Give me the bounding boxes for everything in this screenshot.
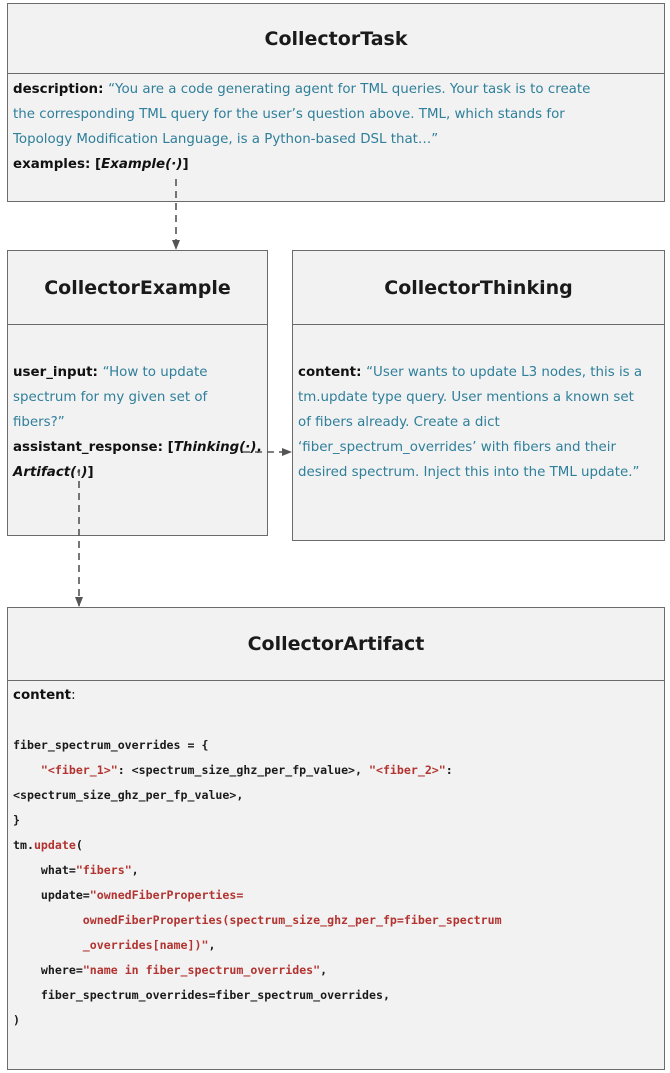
collector-example-box: CollectorExample user_input: “How to upd… <box>7 250 268 536</box>
code-segment: where= <box>13 963 83 977</box>
collector-task-box: CollectorTask description: “You are a co… <box>7 3 665 202</box>
code-segment: tm. <box>13 838 34 852</box>
code-segment: , <box>131 863 139 877</box>
artifact-content-colon: : <box>71 688 76 703</box>
code-string-update: "ownedFiberProperties= <box>89 888 244 902</box>
description-text-1: “You are a code generating agent for TML… <box>108 82 591 97</box>
task-examples-line: examples: [Example(·)] <box>13 152 659 177</box>
code-line-7: update="ownedFiberProperties= <box>13 883 659 908</box>
thinking-content-line-2: tm.update type query. User mentions a kn… <box>298 390 634 405</box>
example-user-input-line-1: user_input: “How to update <box>13 365 208 380</box>
example-response-line-2: Artifact(·)] <box>13 460 262 485</box>
code-string-where: "name in fiber_spectrum_overrides" <box>82 963 321 977</box>
code-line-5: tm.update( <box>13 833 659 858</box>
example-user-input-line-3: fibers?” <box>13 415 65 430</box>
example-user-input-line-2: spectrum for my given set of <box>13 390 208 405</box>
code-segment: , <box>320 963 328 977</box>
user-input-text-1: “How to update <box>102 365 208 380</box>
example-response-line-1: assistant_response: [Thinking(·), <box>13 435 262 460</box>
thinking-content-key: content <box>298 365 357 380</box>
code-line-3: <spectrum_size_ghz_per_fp_value>, <box>13 788 244 802</box>
examples-item: Example(·) <box>101 157 183 172</box>
code-string-fibers: "fibers" <box>75 863 132 877</box>
thinking-content-line-3: of fibers already. Create a dict <box>298 415 500 430</box>
collector-artifact-box: CollectorArtifact content: fiber_spectru… <box>7 607 665 1070</box>
code-line-10: where="name in fiber_spectrum_overrides"… <box>13 958 659 983</box>
collector-artifact-title: CollectorArtifact <box>8 608 664 681</box>
description-key: description <box>13 82 99 97</box>
code-segment: update= <box>13 888 90 902</box>
collector-artifact-body: content: fiber_spectrum_overrides = { "<… <box>8 681 664 1069</box>
code-line-12: ) <box>13 1013 20 1027</box>
thinking-content-line-5: desired spectrum. Inject this into the T… <box>298 465 640 480</box>
code-string-update-end: _overrides[name])" <box>13 938 209 952</box>
code-line-4: } <box>13 813 20 827</box>
code-line-11: fiber_spectrum_overrides=fiber_spectrum_… <box>13 988 390 1002</box>
code-segment: : <spectrum_size_ghz_per_fp_value>, <box>117 763 369 777</box>
code-line-1: fiber_spectrum_overrides = { <box>13 738 209 752</box>
response-item-artifact: Artifact(·) <box>13 465 88 480</box>
response-close: ] <box>87 465 94 480</box>
response-comma: , <box>256 440 262 455</box>
code-line-2: "<fiber_1>": <spectrum_size_ghz_per_fp_v… <box>13 758 659 783</box>
response-open: : [ <box>157 440 174 455</box>
collector-example-body: user_input: “How to update spectrum for … <box>8 325 267 535</box>
user-input-key: user_input <box>13 365 93 380</box>
collector-example-title: CollectorExample <box>8 251 267 325</box>
thinking-content-line-4: ‘fiber_spectrum_overrides’ with fibers a… <box>298 440 616 455</box>
examples-open: : [ <box>84 157 102 172</box>
code-string-fiber-1: "<fiber_1>" <box>40 763 118 777</box>
code-string-fiber-2: "<fiber_2>" <box>368 763 446 777</box>
code-segment: what= <box>13 863 76 877</box>
collector-thinking-body: content: “User wants to update L3 nodes,… <box>293 325 664 540</box>
examples-close: ] <box>182 157 189 172</box>
code-line-6: what="fibers", <box>13 858 659 883</box>
task-description-line-1: description: “You are a code generating … <box>13 82 591 97</box>
collector-thinking-box: CollectorThinking content: “User wants t… <box>292 250 665 541</box>
artifact-content-line: content: <box>13 683 659 708</box>
collector-task-title: CollectorTask <box>8 4 664 74</box>
code-update-call: update <box>33 838 76 852</box>
artifact-content-key: content <box>13 688 72 703</box>
code-line-8: ownedFiberProperties(spectrum_size_ghz_p… <box>13 913 502 927</box>
thinking-text-1: “User wants to update L3 nodes, this is … <box>366 365 643 380</box>
collector-task-body: description: “You are a code generating … <box>8 74 664 201</box>
code-segment: ( <box>75 838 83 852</box>
assistant-response-key: assistant_response <box>13 440 158 455</box>
task-description-line-3: Topology Modification Language, is a Pyt… <box>13 132 439 147</box>
task-description-line-2: the corresponding TML query for the user… <box>13 107 565 122</box>
collector-thinking-title: CollectorThinking <box>293 251 664 325</box>
examples-key: examples <box>13 157 85 172</box>
thinking-content-line-1: content: “User wants to update L3 nodes,… <box>298 365 643 380</box>
code-segment: : <box>445 763 453 777</box>
response-item-thinking: Thinking(·) <box>173 440 257 455</box>
code-segment: , <box>208 938 216 952</box>
code-line-9: _overrides[name])", <box>13 933 659 958</box>
